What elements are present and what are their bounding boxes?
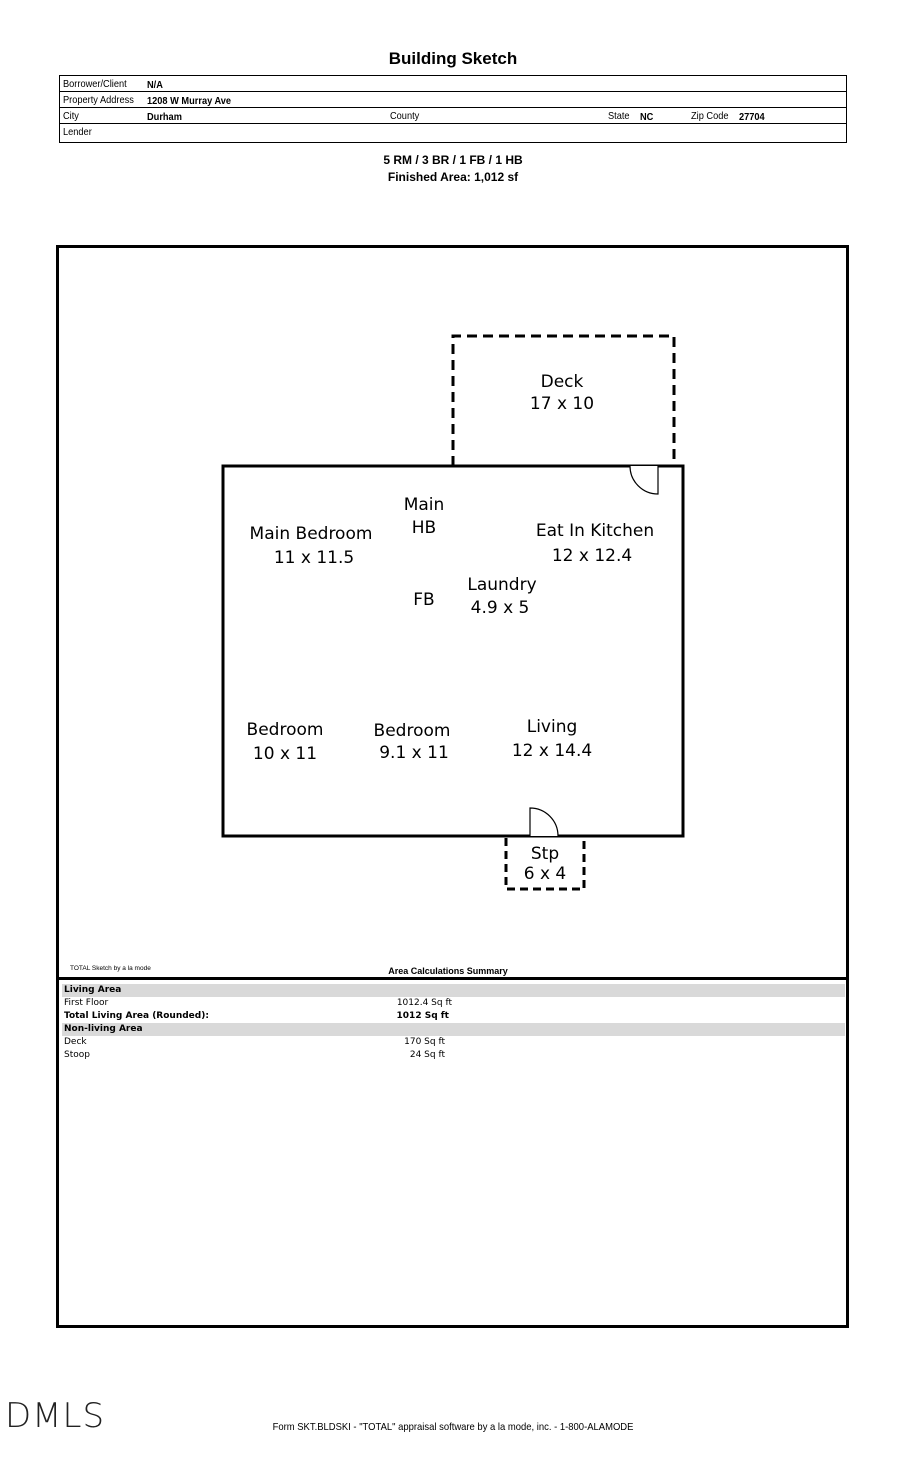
main-bedroom-label: Main Bedroom bbox=[250, 524, 373, 544]
first-floor-label: First Floor bbox=[64, 998, 109, 1008]
calc-divider bbox=[59, 977, 847, 980]
living-area-header: Living Area bbox=[64, 985, 122, 995]
stoop-dimensions: 6 x 4 bbox=[524, 864, 567, 884]
borrower-value: N/A bbox=[147, 79, 163, 91]
non-living-header: Non-living Area bbox=[64, 1024, 143, 1034]
lender-label: Lender bbox=[63, 126, 92, 138]
page-title: Building Sketch bbox=[388, 49, 518, 68]
city-value: Durham bbox=[147, 111, 182, 123]
dmls-logo: DMLS bbox=[5, 1396, 106, 1436]
bedroom-1-label: Bedroom bbox=[247, 720, 324, 740]
main-bedroom-dimensions: 11 x 11.5 bbox=[274, 548, 354, 568]
city-label: City bbox=[63, 110, 79, 122]
stoop-label: Stp bbox=[531, 844, 559, 864]
deck-label: Deck bbox=[541, 372, 584, 392]
first-floor-value: 1012.4 Sq ft bbox=[396, 998, 452, 1008]
deck-outline bbox=[451, 334, 676, 466]
laundry-dimensions: 4.9 x 5 bbox=[471, 598, 530, 618]
non-living-header-row: Non-living Area bbox=[62, 1023, 845, 1036]
address-row: Property Address 1208 W Murray Ave bbox=[60, 92, 846, 108]
stoop-area-row: Stoop 24 Sq ft bbox=[62, 1049, 845, 1062]
front-door-swing bbox=[529, 807, 559, 837]
zip-label: Zip Code bbox=[691, 110, 729, 122]
lender-row: Lender bbox=[60, 124, 846, 140]
fb-label: FB bbox=[413, 590, 434, 610]
bedroom-2-label: Bedroom bbox=[374, 721, 451, 741]
zip-value: 27704 bbox=[739, 111, 765, 123]
bedroom-2-dimensions: 9.1 x 11 bbox=[379, 743, 449, 763]
stoop-area-value: 24 Sq ft bbox=[409, 1050, 445, 1060]
laundry-label: Laundry bbox=[467, 575, 536, 595]
kitchen-dimensions: 12 x 12.4 bbox=[552, 546, 632, 566]
living-label: Living bbox=[527, 717, 578, 737]
state-value: NC bbox=[640, 111, 654, 123]
total-living-value: 1012 Sq ft bbox=[396, 1011, 449, 1021]
deck-dimensions: 17 x 10 bbox=[530, 394, 594, 414]
address-label: Property Address bbox=[63, 94, 134, 106]
property-info-table: Borrower/Client N/A Property Address 120… bbox=[59, 75, 847, 143]
sketch-frame bbox=[56, 245, 849, 1328]
room-count-summary: 5 RM / 3 BR / 1 FB / 1 HB bbox=[383, 153, 523, 167]
bedroom-1-dimensions: 10 x 11 bbox=[253, 744, 317, 764]
area-calculations-title: Area Calculations Summary bbox=[388, 966, 508, 976]
first-floor-row: First Floor 1012.4 Sq ft bbox=[62, 997, 845, 1010]
finished-area: Finished Area: 1,012 sf bbox=[387, 170, 519, 184]
state-label: State bbox=[608, 110, 630, 122]
county-label: County bbox=[390, 110, 420, 122]
footer-text: Form SKT.BLDSKI - "TOTAL" appraisal soft… bbox=[272, 1421, 634, 1433]
address-value: 1208 W Murray Ave bbox=[147, 95, 232, 107]
borrower-row: Borrower/Client N/A bbox=[60, 76, 846, 92]
living-dimensions: 12 x 14.4 bbox=[512, 741, 592, 761]
city-row: City Durham County State NC Zip Code 277… bbox=[60, 108, 846, 124]
living-area-header-row: Living Area bbox=[62, 984, 845, 997]
main-hb-sublabel: HB bbox=[412, 518, 436, 538]
deck-area-label: Deck bbox=[64, 1037, 87, 1047]
kitchen-door-swing bbox=[629, 465, 659, 495]
main-hb-label: Main bbox=[404, 495, 445, 515]
total-living-label: Total Living Area (Rounded): bbox=[64, 1011, 209, 1021]
deck-area-value: 170 Sq ft bbox=[404, 1037, 445, 1047]
kitchen-label: Eat In Kitchen bbox=[536, 521, 654, 541]
deck-area-row: Deck 170 Sq ft bbox=[62, 1036, 845, 1049]
total-living-row: Total Living Area (Rounded): 1012 Sq ft bbox=[62, 1010, 845, 1023]
sketch-software-credit: TOTAL Sketch by a la mode bbox=[70, 965, 151, 972]
borrower-label: Borrower/Client bbox=[63, 78, 127, 90]
stoop-area-label: Stoop bbox=[64, 1050, 90, 1060]
house-outline bbox=[221, 464, 685, 838]
area-calculations-table: Living Area First Floor 1012.4 Sq ft Tot… bbox=[62, 984, 845, 1062]
